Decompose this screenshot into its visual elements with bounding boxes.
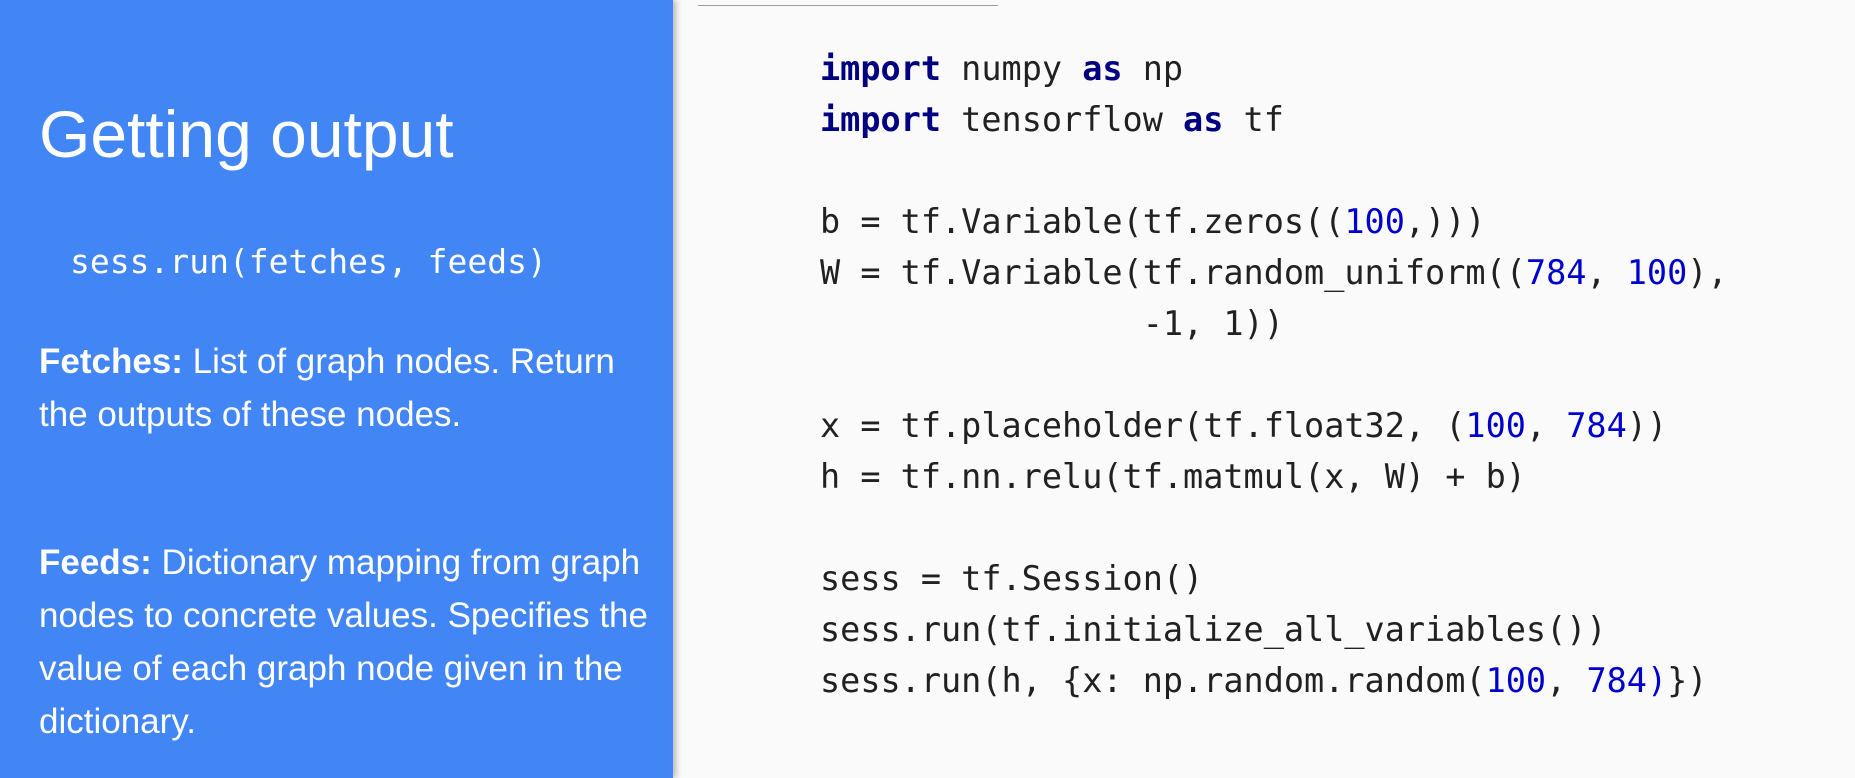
code-token: numpy	[941, 49, 1083, 88]
code-line: W = tf.Variable(tf.random_uniform((784, …	[820, 253, 1728, 292]
code-token: ))	[1626, 406, 1668, 445]
code-line: h = tf.nn.relu(tf.matmul(x, W) + b)	[820, 457, 1526, 496]
code-token: sess = tf.Session()	[820, 559, 1204, 598]
code-line	[820, 508, 840, 547]
code-line: sess.run(h, {x: np.random.random(100, 78…	[820, 661, 1707, 700]
code-token: ,	[1525, 406, 1567, 445]
code-token: ,	[1546, 661, 1587, 700]
code-keyword: as	[1183, 100, 1224, 139]
title-panel: Getting output sess.run(fetches, feeds) …	[0, 0, 673, 778]
code-token: sess.run(h, {x: np.random.random(	[820, 661, 1486, 700]
code-line: x = tf.placeholder(tf.float32, (100, 784…	[820, 406, 1667, 445]
code-token: W = tf.Variable(tf.random_uniform((	[820, 253, 1526, 292]
code-token: h = tf.nn.relu(tf.matmul(x, W) + b)	[820, 457, 1526, 496]
feeds-description: Feeds: Dictionary mapping from graph nod…	[39, 536, 659, 748]
code-line: sess.run(tf.initialize_all_variables())	[820, 610, 1607, 649]
code-number: 100	[1465, 406, 1526, 445]
code-number: 100	[1485, 661, 1547, 700]
code-line: sess = tf.Session()	[820, 559, 1203, 598]
code-number: 100	[1344, 202, 1405, 241]
code-token: b = tf.Variable(tf.zeros((	[820, 202, 1345, 241]
code-token: tensorflow	[941, 100, 1184, 139]
code-token: })	[1667, 661, 1708, 700]
fetches-label: Fetches:	[39, 342, 183, 381]
fetches-text: List of graph nodes. Return the outputs …	[39, 342, 615, 434]
code-number: 784)	[1586, 661, 1668, 700]
code-keyword: import	[820, 100, 942, 139]
code-keyword: as	[1082, 49, 1123, 88]
code-block: import numpy as np import tensorflow as …	[820, 43, 1728, 706]
fetches-description: Fetches: List of graph nodes. Return the…	[39, 335, 659, 441]
code-token: ,	[1586, 253, 1627, 292]
code-number: 784	[1525, 253, 1587, 292]
code-line: import numpy as np	[820, 49, 1183, 88]
sess-run-signature: sess.run(fetches, feeds)	[70, 242, 547, 281]
code-token: x = tf.placeholder(tf.float32, (	[820, 406, 1466, 445]
feeds-text: Dictionary mapping from graph nodes to c…	[39, 543, 648, 741]
code-token: -1, 1))	[820, 304, 1284, 343]
code-number: 784	[1566, 406, 1627, 445]
code-line: -1, 1))	[820, 304, 1284, 343]
feeds-label: Feeds:	[39, 543, 152, 582]
code-keyword: import	[820, 49, 942, 88]
code-line	[820, 355, 840, 394]
code-line: import tensorflow as tf	[820, 100, 1284, 139]
code-number: 100	[1626, 253, 1688, 292]
code-line	[820, 151, 840, 190]
code-token: np	[1122, 49, 1184, 88]
code-line: b = tf.Variable(tf.zeros((100,)))	[820, 202, 1486, 241]
code-token: ),	[1687, 253, 1728, 292]
code-token: ,)))	[1404, 202, 1486, 241]
code-token: sess.run(tf.initialize_all_variables())	[820, 610, 1607, 649]
top-divider	[698, 5, 998, 6]
slide-title: Getting output	[39, 97, 454, 171]
code-token: tf	[1223, 100, 1284, 139]
